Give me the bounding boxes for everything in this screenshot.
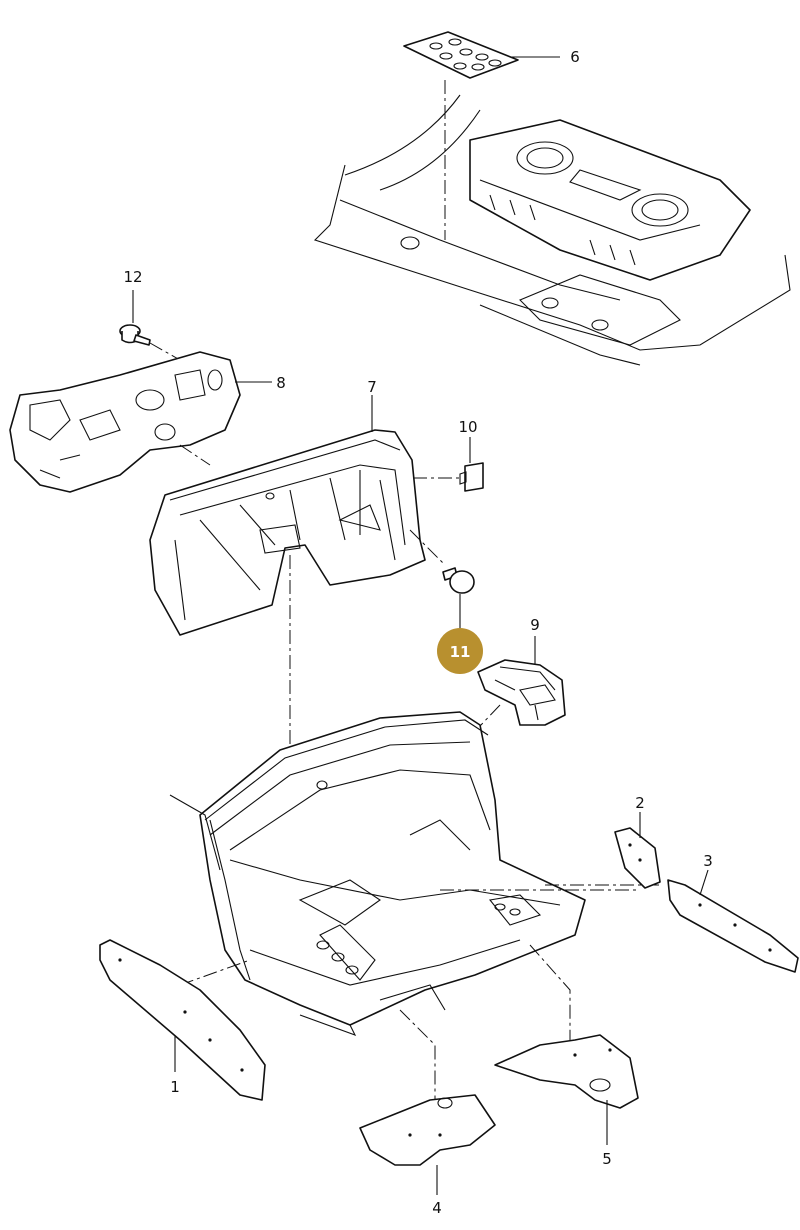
part-7-bulkhead	[149, 395, 460, 755]
callout-9: 9	[530, 616, 540, 634]
part-4-pad	[359, 1094, 496, 1195]
highlight-badge[interactable]	[437, 628, 483, 674]
callout-8: 8	[276, 374, 286, 392]
upper-floor-assembly	[313, 94, 791, 366]
callout-5: 5	[602, 1150, 612, 1168]
body-shell	[169, 711, 660, 1100]
callout-1: 1	[170, 1078, 180, 1096]
callout-6: 6	[570, 48, 580, 66]
part-10-clip	[459, 437, 484, 492]
callout-labels: 1 2 3 4 5 6 7 8 9 10 12	[123, 48, 712, 1217]
part-12-screw	[119, 290, 181, 361]
part-2-panel	[614, 812, 661, 889]
callout-2: 2	[635, 794, 645, 812]
callout-3: 3	[703, 852, 713, 870]
part-1-panel	[99, 939, 266, 1101]
part-5-pad	[494, 1034, 639, 1145]
callout-4: 4	[432, 1199, 442, 1217]
callout-7: 7	[367, 378, 377, 396]
callout-12: 12	[123, 268, 142, 286]
callout-11-highlight[interactable]: 11	[437, 628, 483, 674]
callout-11[interactable]: 11	[450, 643, 471, 661]
part-6-pad	[403, 31, 560, 240]
part-3-panel	[667, 869, 799, 973]
callout-10: 10	[458, 418, 477, 436]
part-11-grommet	[442, 567, 475, 630]
part-8-insulation	[9, 351, 272, 493]
